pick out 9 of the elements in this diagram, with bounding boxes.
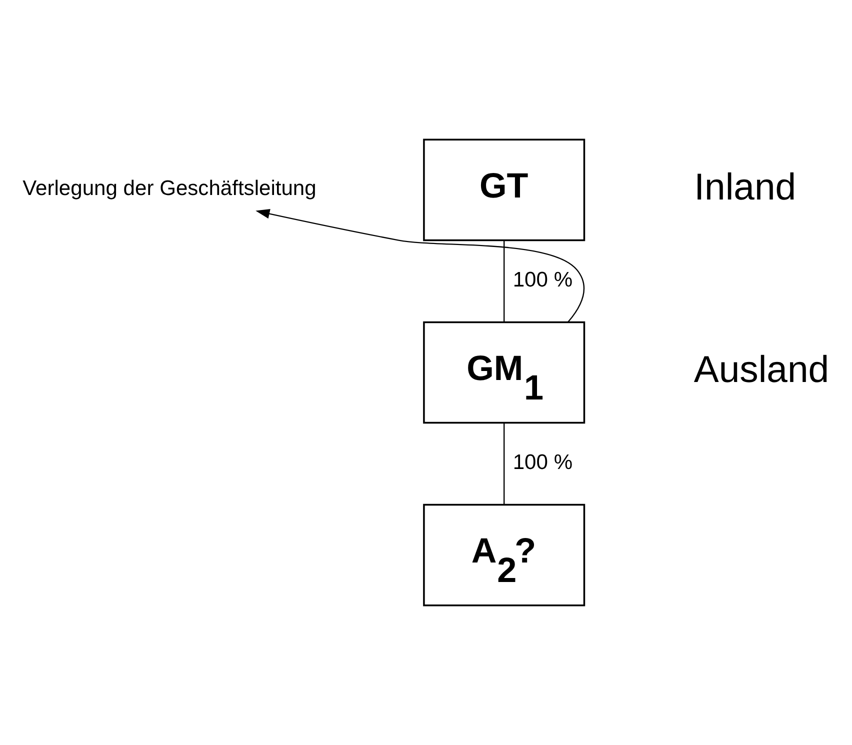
edge-label: 100 %: [512, 450, 573, 474]
connector: [504, 240, 505, 322]
node-text: Verlegung der Geschäftsleitung: [22, 177, 316, 200]
label: Ausland: [694, 348, 830, 390]
connector: [504, 422, 505, 505]
label: Inland: [694, 165, 796, 208]
node-box: GT: [423, 138, 586, 242]
edge-label: 100 %: [512, 268, 573, 292]
arrow: [256, 208, 584, 322]
